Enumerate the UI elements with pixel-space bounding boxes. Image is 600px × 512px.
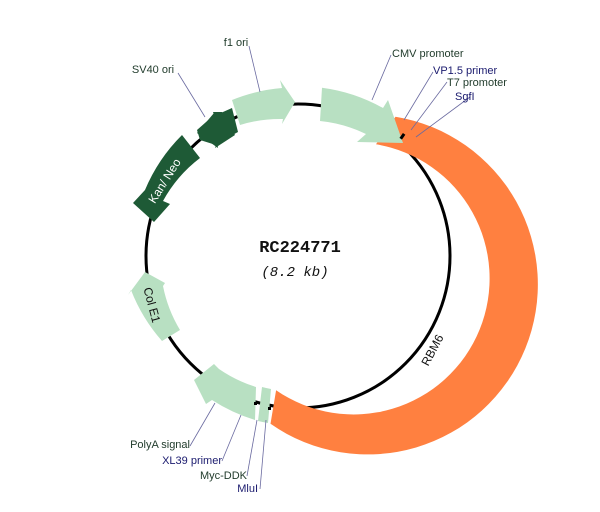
polya-signal-feature xyxy=(194,364,256,420)
plasmid-size: (8.2 kb) xyxy=(261,265,328,281)
leader-lines xyxy=(177,45,471,490)
rbm6-label: RBM6 xyxy=(418,332,446,368)
rbm6-feature xyxy=(270,116,538,455)
kan-neo-feature xyxy=(133,135,200,222)
xl39-primer-label: XL39 primer xyxy=(162,455,222,467)
sgfi-site-tick xyxy=(399,132,406,140)
xl39-site-tick xyxy=(254,402,257,405)
cmv-promoter-label: CMV promoter xyxy=(392,48,464,60)
sv40-ori-label: SV40 ori xyxy=(132,64,174,76)
myc-ddk-label: Myc-DDK xyxy=(200,470,248,482)
myc-ddk-feature xyxy=(258,387,271,423)
sv40-ori-arrowhead xyxy=(197,113,218,148)
cmv-promoter-feature xyxy=(320,87,403,143)
vp15-primer-label: VP1.5 primer xyxy=(433,65,498,77)
sgfi-label: SgfI xyxy=(455,91,475,103)
f1-ori-feature xyxy=(232,80,295,125)
sv40-ori-body xyxy=(214,108,238,145)
plasmid-name: RC224771 xyxy=(259,239,341,258)
col-e1-feature xyxy=(128,272,180,341)
f1-ori-label: f1 ori xyxy=(224,37,248,49)
mlui-site-tick xyxy=(268,407,271,410)
polya-signal-label: PolyA signal xyxy=(130,439,190,451)
t7-promoter-label: T7 promoter xyxy=(447,77,507,89)
mlui-label: MluI xyxy=(237,483,258,495)
